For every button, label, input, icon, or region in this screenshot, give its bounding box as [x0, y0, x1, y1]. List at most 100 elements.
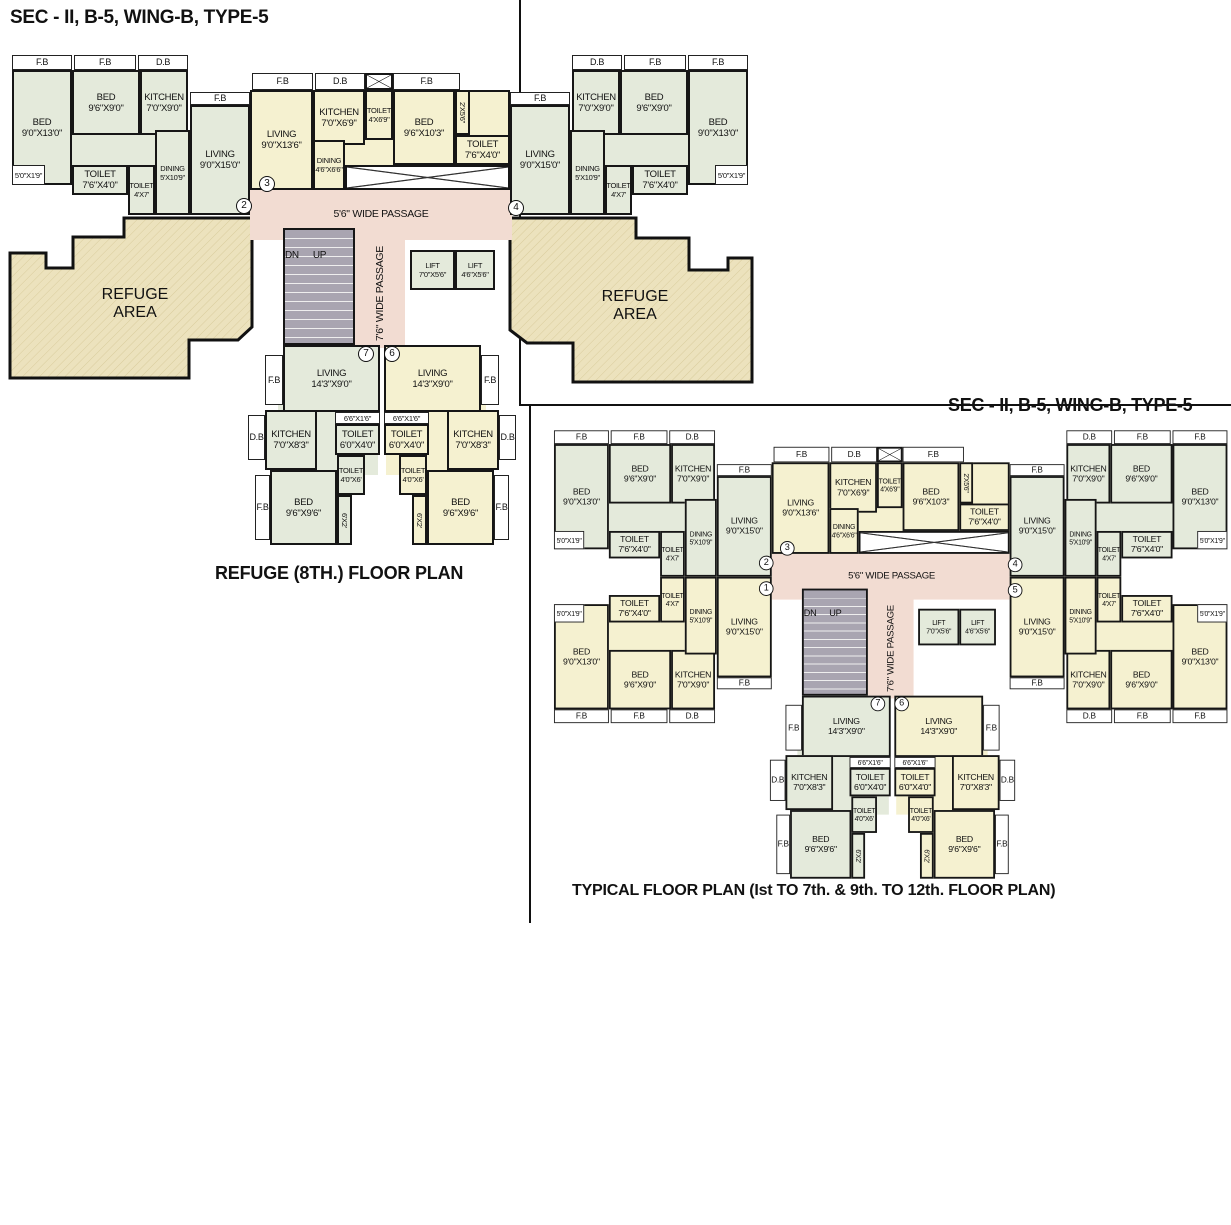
flat-number-marker: 4 — [1007, 557, 1023, 573]
toilet-dimension: 4'X7' — [134, 190, 149, 199]
flower-bed-dimension: F.B — [996, 839, 1008, 849]
balcony: 5'0"X1'9" — [1197, 530, 1228, 550]
toilet-label: TOILET — [661, 591, 684, 600]
flower-bed-dimension: F.B — [420, 76, 433, 86]
dry-balcony-dimension: D.B — [685, 711, 699, 721]
balcony: 5'0"X1'9" — [715, 165, 748, 185]
niche-dimension: 6'X2' — [415, 512, 424, 528]
flower-bed-dimension: F.B — [648, 57, 662, 67]
toilet-dimension: 7'6"X4'0" — [1130, 544, 1163, 555]
balcony: 6'6"X1'6" — [335, 412, 380, 424]
kitchen-dimension: 7'0"X8'3" — [959, 782, 992, 793]
niche-dimension: 6'X2' — [922, 849, 931, 863]
kitchen-label: KITCHEN — [674, 669, 712, 680]
flower-bed-dimension: F.B — [1031, 678, 1043, 688]
bedroom-master-label: BED — [572, 486, 590, 497]
bedroom-dimension: 9'6"X9'0" — [88, 102, 124, 114]
dry-balcony: D.B — [572, 55, 622, 70]
flat-number-marker: 5 — [1007, 583, 1023, 598]
dry-balcony: D.B — [499, 415, 516, 460]
toilet-dimension: 4'X7' — [1102, 553, 1116, 563]
living-room-dimension: 9'0"X15'0" — [725, 627, 763, 638]
flat-number-marker: 2 — [236, 198, 252, 214]
flower-bed: F.B — [255, 475, 270, 540]
flower-bed: F.B — [1113, 709, 1171, 724]
dry-balcony: D.B — [138, 55, 188, 70]
duct — [858, 530, 1010, 554]
bedroom-master-label: BED — [1191, 486, 1209, 497]
flower-bed: F.B — [995, 814, 1009, 875]
living-room-dimension: 9'0"X15'0" — [1018, 627, 1056, 638]
toilet-label: TOILET — [466, 139, 499, 150]
dry-balcony-dimension: D.B — [589, 57, 605, 67]
kitchen-label: KITCHEN — [791, 772, 828, 783]
kitchen-dimension: 7'0"X9'0" — [1072, 473, 1105, 484]
flower-bed: F.B — [785, 704, 802, 751]
flower-bed: F.B — [510, 92, 570, 105]
flower-bed: F.B — [1172, 430, 1228, 445]
kitchen-label: KITCHEN — [576, 91, 616, 103]
dry-balcony-dimension: D.B — [847, 449, 861, 459]
flat-number-marker: 7 — [358, 346, 374, 362]
refuge-area-label: REFUGE AREA — [101, 286, 169, 321]
kitchen-label: KITCHEN — [1070, 463, 1107, 474]
toilet-label: TOILET — [341, 428, 374, 440]
flower-bed-dimension: F.B — [575, 711, 587, 721]
balcony-dimension: 5'0"X1'9" — [556, 536, 582, 545]
flat-number-marker: 3 — [779, 541, 795, 556]
vertical-passage: 7'6" WIDE PASSAGE — [355, 238, 405, 348]
toilet-dimension: 7'6"X4'0" — [618, 608, 651, 619]
dining-label: DINING — [1069, 607, 1092, 616]
flower-bed: F.B — [1113, 430, 1171, 445]
refuge-area-left — [8, 216, 254, 380]
dry-balcony: D.B — [831, 446, 877, 463]
refuge-area-right — [508, 216, 754, 384]
toilet-dimension: 4'X7' — [665, 553, 680, 563]
stair-dn-label: DN — [803, 608, 817, 619]
frame-divider — [529, 404, 531, 923]
bedroom-label: BED — [631, 463, 649, 474]
bedroom-label: BED — [955, 834, 973, 845]
flower-bed-dimension: F.B — [276, 76, 289, 86]
balcony-dimension: 6'6"X1'6" — [902, 758, 928, 767]
dining-label: DINING — [160, 163, 185, 173]
flower-bed: F.B — [1009, 464, 1065, 477]
flower-bed: F.B — [1172, 709, 1228, 724]
kitchen-dimension: 7'0"X9'0" — [676, 473, 710, 484]
toilet-dimension: 4'X7' — [1102, 599, 1116, 608]
kitchen-dimension: 7'0"X9'0" — [146, 102, 182, 114]
flower-bed: F.B — [716, 464, 772, 477]
duct — [345, 165, 510, 190]
living-room-label: LIVING — [832, 716, 860, 727]
living-room-label: LIVING — [925, 716, 953, 727]
niche: 6'X2' — [337, 495, 352, 545]
living-room-dimension: 9'0"X13'6" — [782, 508, 819, 519]
dry-balcony: D.B — [315, 73, 365, 90]
niche: 6'X2' — [919, 832, 934, 879]
flower-bed: F.B — [265, 355, 283, 405]
kitchen-label: KITCHEN — [1070, 669, 1107, 680]
flower-bed: F.B — [190, 92, 250, 105]
bedroom-dimension: 9'6"X9'6" — [442, 507, 479, 519]
flower-bed: F.B — [624, 55, 686, 70]
niche-dimension: 2'X5'6" — [962, 473, 971, 493]
refuge-plan-caption: REFUGE (8TH.) FLOOR PLAN — [215, 563, 464, 583]
flat-number-marker: 4 — [508, 200, 524, 216]
